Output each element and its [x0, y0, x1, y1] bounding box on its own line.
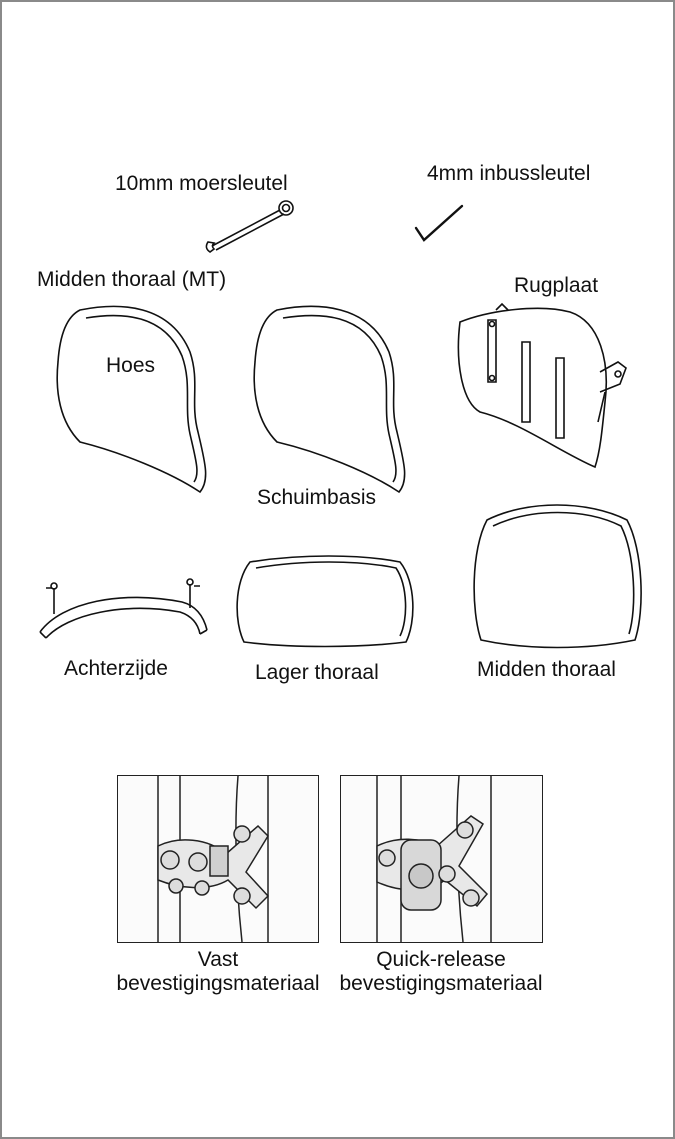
hex-key-icon	[410, 198, 470, 248]
mid-thoracic-illustration	[467, 490, 647, 655]
mid-thoracic-label: Midden thoraal	[477, 658, 616, 682]
cover-label: Hoes	[106, 354, 155, 378]
lower-thoracic-label: Lager thoraal	[255, 661, 379, 685]
rear-shell-illustration	[32, 572, 212, 642]
foam-base-label: Schuimbasis	[257, 486, 376, 510]
fixed-hardware-caption: Vast bevestigingsmateriaal	[112, 948, 324, 996]
wrench-icon	[202, 194, 302, 254]
quick-release-line2: bevestigingsmateriaal	[330, 972, 552, 996]
foam-base-illustration	[247, 302, 417, 497]
hex-key-label: 4mm inbussleutel	[427, 162, 590, 186]
fixed-hardware-line2: bevestigingsmateriaal	[112, 972, 324, 996]
back-plate-label: Rugplaat	[514, 274, 598, 298]
lower-thoracic-illustration	[230, 552, 420, 652]
back-plate-illustration	[450, 302, 635, 472]
rear-label: Achterzijde	[64, 657, 168, 681]
quick-release-hardware-icon	[341, 776, 542, 942]
wrench-label: 10mm moersleutel	[115, 172, 288, 196]
quick-release-caption: Quick-release bevestigingsmateriaal	[330, 948, 552, 996]
quick-release-hardware-image	[340, 775, 543, 943]
fixed-hardware-icon	[118, 776, 318, 942]
cover-illustration	[50, 302, 215, 497]
quick-release-line1: Quick-release	[330, 948, 552, 972]
fixed-hardware-image	[117, 775, 319, 943]
fixed-hardware-line1: Vast	[112, 948, 324, 972]
section-title: Midden thoraal (MT)	[37, 268, 226, 292]
